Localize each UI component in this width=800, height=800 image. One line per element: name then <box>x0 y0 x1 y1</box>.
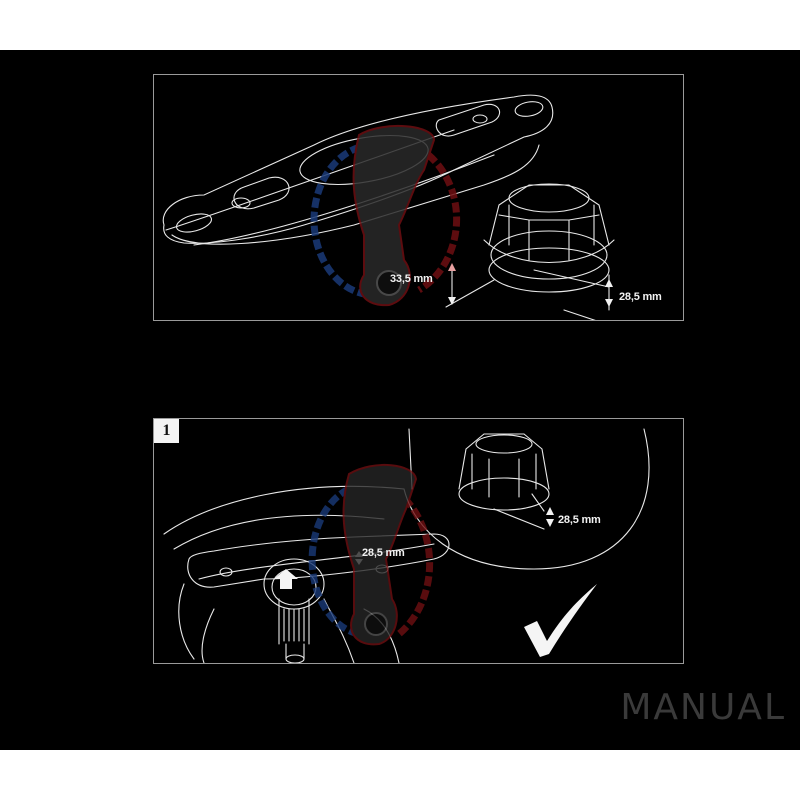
step-number-badge: 1 <box>154 419 179 443</box>
dimension-label: 28,5 mm <box>362 547 405 559</box>
brand-watermark: MANUAL <box>620 687 786 728</box>
dimension-label: 28,5 mm <box>619 291 662 303</box>
manual-page: 33,5 mm 28,5 mm <box>0 50 800 750</box>
diagram-panel-bottom: 1 28,5 mm 28,5 mm <box>153 418 684 664</box>
diagram-panel-top: 33,5 mm 28,5 mm <box>153 74 684 321</box>
installed-fork-drawing <box>163 428 650 663</box>
watermark-logo-icon <box>308 463 434 646</box>
dimension-label: 28,5 mm <box>558 514 601 526</box>
release-fork-drawing <box>162 94 615 320</box>
dimension-label: 33,5 mm <box>390 273 433 285</box>
checkmark-icon <box>524 584 597 657</box>
watermark-logo-icon <box>310 124 461 307</box>
